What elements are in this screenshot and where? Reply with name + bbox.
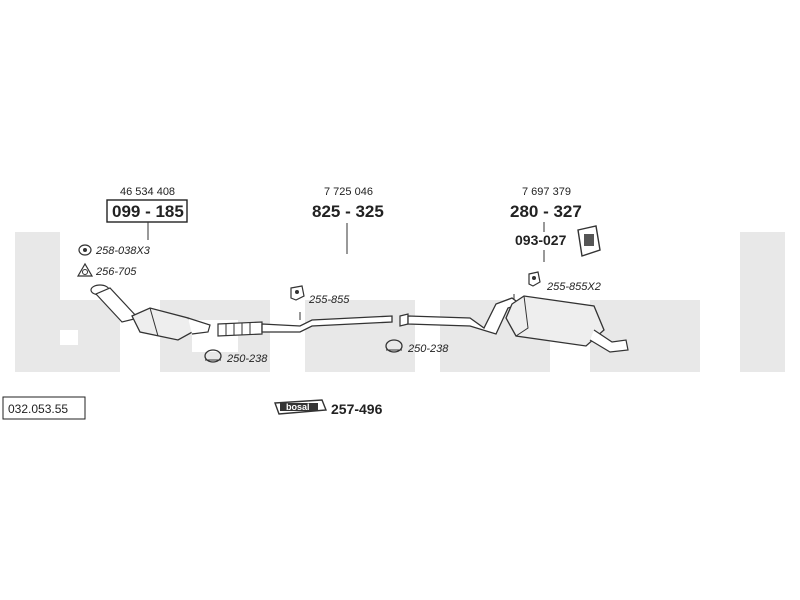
catalyst-part-number: 099 - 185 — [112, 202, 184, 221]
middle-pipe-icon — [217, 312, 393, 337]
rear-extra-part-number: 093-027 — [515, 232, 567, 248]
clamp-left-part-label: 250-238 — [226, 353, 268, 365]
middle-ref-number: 7 725 046 — [324, 186, 373, 198]
rear-part-number: 280 - 327 — [510, 202, 582, 221]
hanger-rear-part-label: 255-855X2 — [546, 281, 601, 293]
clamp-right-part-label: 250-238 — [407, 343, 449, 355]
fitting-kit-icon: bosal — [274, 399, 328, 415]
diagram-code: 032.053.55 — [8, 402, 68, 416]
catalyst-part-box — [106, 199, 188, 223]
diagram-code-box — [2, 396, 86, 420]
fitting-kit-part-number: 257-496 — [331, 401, 383, 417]
gasket-icon — [78, 244, 92, 256]
mounting-bracket-icon — [577, 225, 601, 257]
hanger-mid-part-label: 255-855 — [308, 294, 350, 306]
middle-part-number: 825 - 325 — [312, 202, 384, 221]
catalyst-ref-number: 46 534 408 — [120, 186, 175, 198]
rear-muffler-icon — [399, 294, 629, 353]
flange-icon — [76, 262, 94, 277]
flange-part-label: 256-705 — [95, 266, 137, 278]
gasket-part-label: 258-038X3 — [95, 245, 151, 257]
hanger-mid-icon — [290, 285, 305, 301]
clamp-right-icon — [385, 339, 403, 353]
catalyst-converter-icon — [90, 284, 211, 341]
rear-ref-number: 7 697 379 — [522, 186, 571, 198]
kit-brand-label: bosal — [286, 402, 310, 412]
clamp-left-icon — [204, 349, 222, 363]
hanger-rear-icon — [528, 271, 541, 287]
